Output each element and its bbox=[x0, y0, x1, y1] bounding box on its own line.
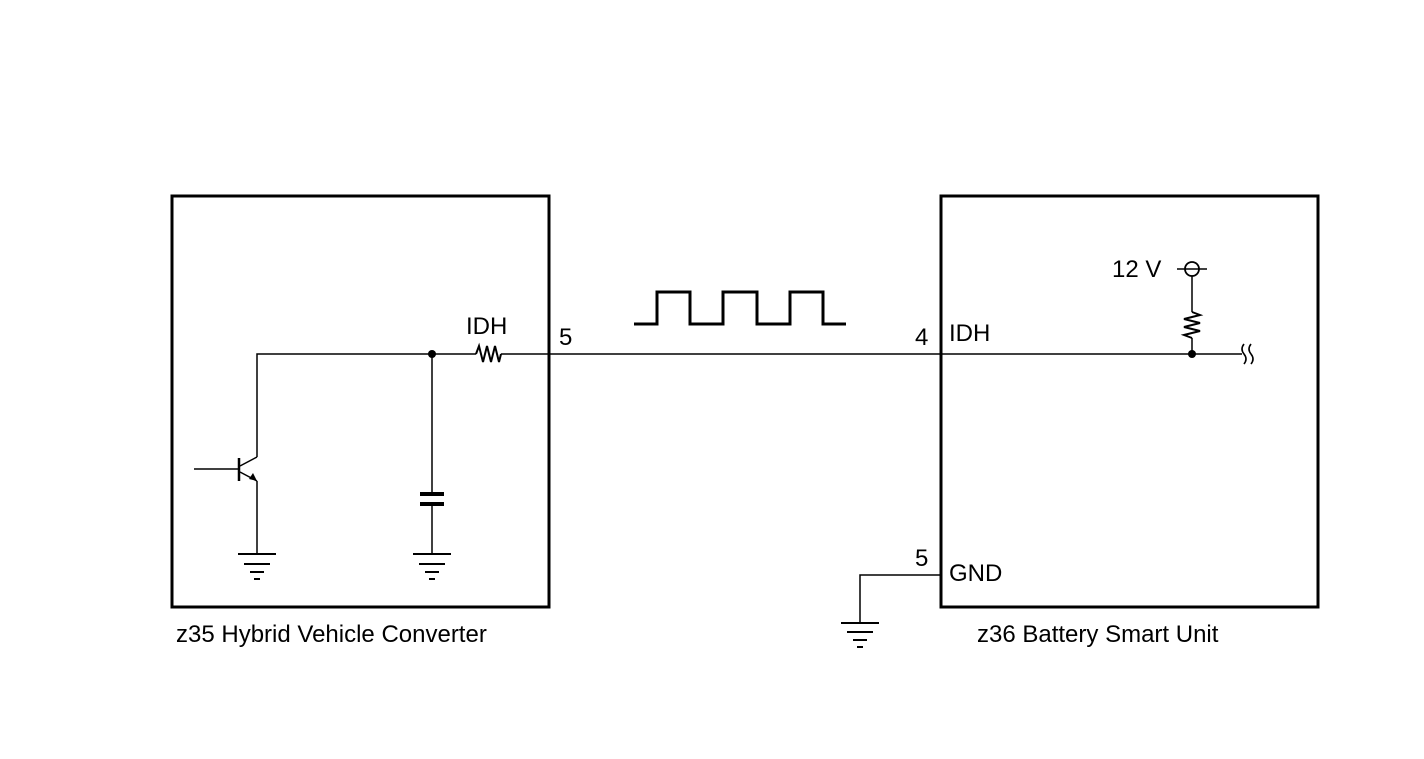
converter-caption: z35 Hybrid Vehicle Converter bbox=[176, 621, 487, 648]
ground-icon bbox=[413, 553, 451, 580]
battery-ground-label: GND bbox=[949, 560, 1002, 587]
battery-smart-unit: 4 IDH 12 V 5 GND z36 Battery Smar bbox=[841, 194, 1320, 648]
battery-ground-terminal-number: 5 bbox=[915, 545, 928, 572]
battery-smart-caption: z36 Battery Smart Unit bbox=[977, 621, 1219, 648]
battery-signal-terminal-number: 4 bbox=[915, 324, 928, 351]
ground-icon bbox=[238, 553, 276, 580]
converter-box bbox=[170, 194, 551, 609]
hybrid-vehicle-converter-unit: IDH 5 z35 Hybrid Vehicle Converter bbox=[170, 194, 572, 648]
converter-terminal-number: 5 bbox=[559, 324, 572, 351]
ground-wire bbox=[859, 574, 941, 622]
npn-transistor-icon bbox=[194, 456, 258, 482]
resistor-icon bbox=[1180, 311, 1204, 339]
ground-icon bbox=[841, 622, 879, 648]
battery-signal-label: IDH bbox=[949, 320, 990, 347]
supply-voltage-label: 12 V bbox=[1112, 256, 1161, 283]
square-wave-icon bbox=[634, 290, 846, 326]
wire-break-icon bbox=[1241, 343, 1254, 365]
resistor-icon bbox=[475, 342, 502, 363]
collector-wire bbox=[256, 353, 431, 457]
converter-signal-label: IDH bbox=[466, 313, 507, 340]
capacitor-icon bbox=[420, 492, 444, 506]
battery-smart-box bbox=[939, 194, 1320, 609]
supply-terminal-icon bbox=[1177, 261, 1207, 277]
